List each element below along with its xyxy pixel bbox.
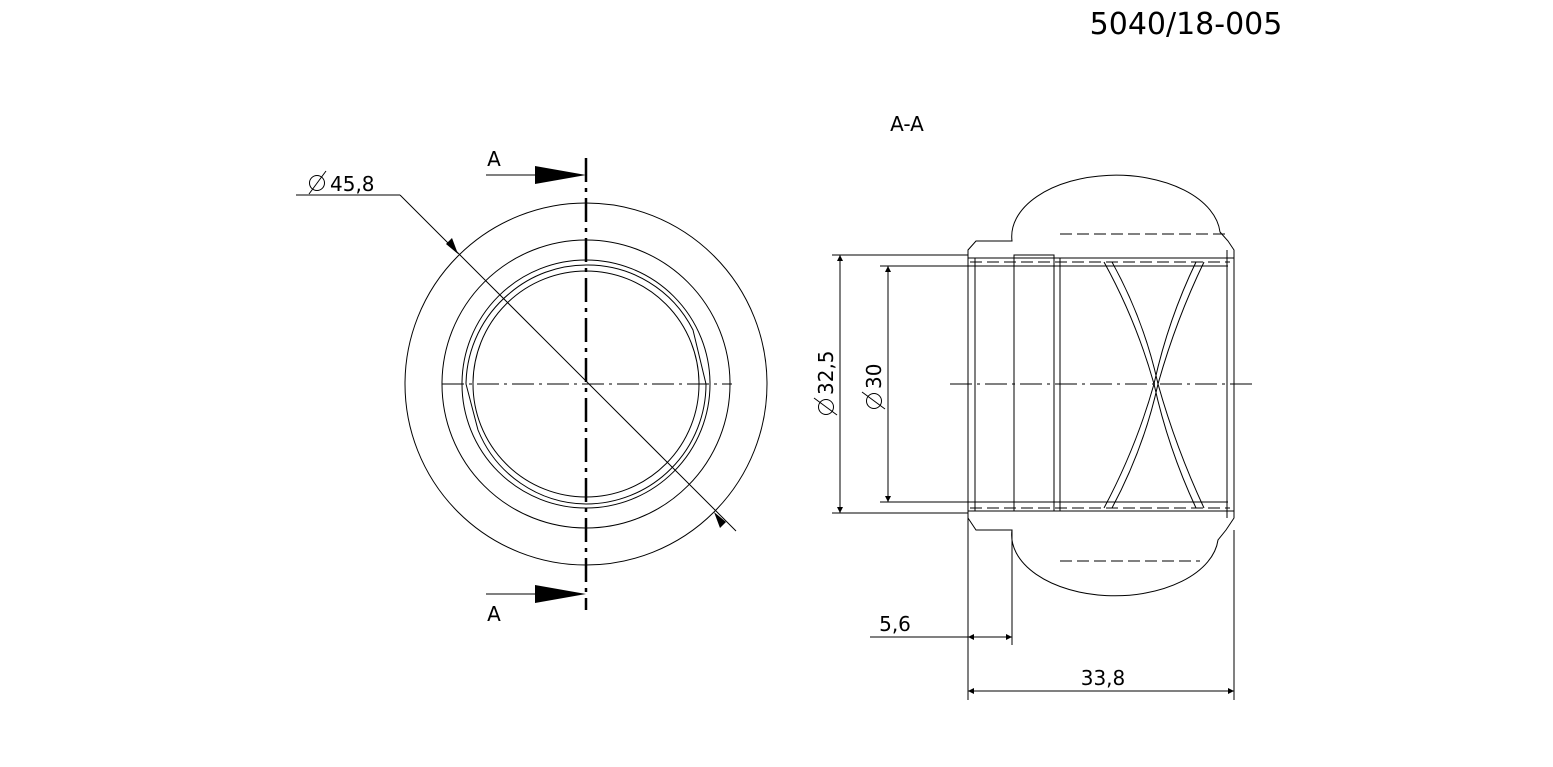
section-arrow-bottom-head (535, 585, 586, 603)
diameter-icon (308, 170, 327, 195)
section-title: A-A (890, 112, 924, 136)
diameter-icon (861, 391, 886, 410)
undercut-groove (1013, 254, 1055, 512)
cut-label-bottom: A (487, 602, 501, 626)
section-arrow-top-head (535, 166, 586, 184)
cut-label-top: A (487, 147, 501, 171)
dim-thread-minor: 30 (862, 364, 886, 389)
thread-curve-3 (1153, 261, 1197, 509)
front-view: A A 45,8 (296, 147, 768, 626)
diameter-arrow-lower (714, 512, 726, 528)
diameter-arrow-upper (446, 238, 458, 254)
dim-flange: 5,6 (879, 612, 911, 636)
section-view: A-A 32,5 (813, 112, 1252, 700)
part-number: 5040/18-005 (1090, 7, 1283, 42)
thread-curve-2 (1111, 261, 1159, 509)
dim-thread-major: 32,5 (814, 350, 838, 395)
dim-length: 33,8 (1081, 666, 1126, 690)
dim-outer-diameter: 45,8 (330, 172, 375, 196)
thread-curve-4 (1157, 261, 1205, 509)
thread-curve-1 (1103, 261, 1155, 509)
thread-minor-contour (465, 264, 707, 505)
section-outer-contour (967, 174, 1235, 597)
diameter-icon (813, 397, 838, 416)
